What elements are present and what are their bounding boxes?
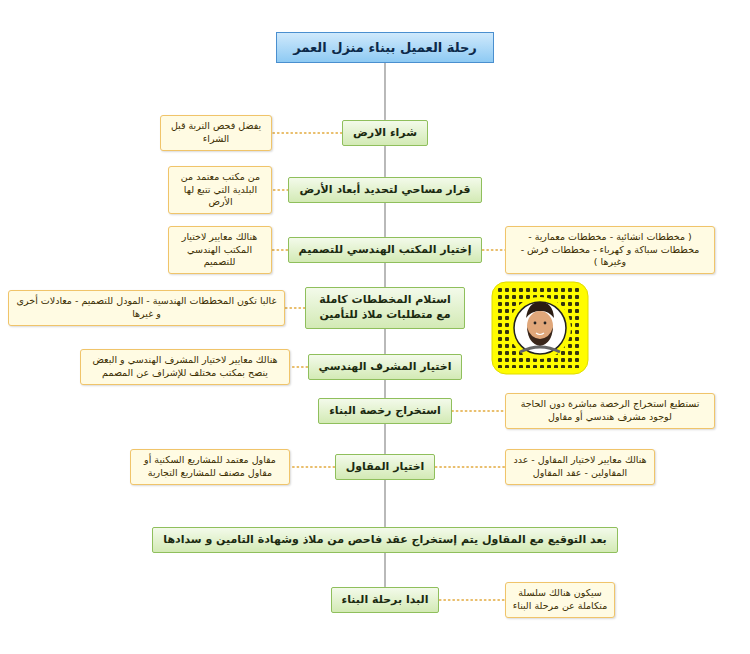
flow-line [384,480,385,526]
step-text: اختيار المقاول [346,460,425,475]
dotted-leader [290,466,335,467]
dotted-leader [482,249,505,250]
note-box: غالبا تكون المخططات الهندسية - المودل لل… [8,290,285,326]
dotted-leader [290,366,308,367]
dotted-leader [272,132,342,133]
flow-line [384,553,385,586]
note-box: سيكون هنالك سلسلة متكاملة عن مرحلة البنا… [505,582,615,618]
process-box: قرار مساحي لتحديد أبعاد الأرض [288,177,481,204]
flow-line [384,263,385,287]
note-text: غالبا تكون المخططات الهندسية - المودل لل… [15,295,278,321]
avatar [514,302,566,354]
snapcode-gap [509,297,571,359]
process-box: إختيار المكتب الهندسي للتصميم [288,237,483,264]
note-text: سيكون هنالك سلسلة متكاملة عن مرحلة البنا… [512,587,608,613]
note-box: هنالك معايير لاختيار المشرف الهندسي و ال… [80,349,290,385]
step-text: بعد التوقيع مع المقاول يتم إستخراج عقد ف… [163,533,606,548]
step-text: شراء الارض [353,126,417,141]
process-box: شراء الارض [342,120,428,147]
flow-line [384,203,385,236]
step-text: استلام المخططات كاملة مع متطلبات ملاذ لل… [316,293,454,323]
note-text: هنالك معايير لاختيار المقاول - عدد المقا… [512,454,648,480]
dotted-leader [435,466,505,467]
step-text: استخراج رخصة البناء [329,404,441,419]
note-box: هنالك معايير لاختيار المقاول - عدد المقا… [505,449,655,485]
snapcode-ground [492,282,588,374]
note-text: من مكتب معتمد من البلدية التي تتبع لها ا… [175,171,265,209]
note-box: يفضل فحص التربة قبل الشراء [160,115,272,151]
note-text: تستطيع استخراج الرخصة مباشرة دون الحاجة … [512,398,708,424]
step-text: قرار مساحي لتحديد أبعاد الأرض [299,183,470,198]
process-box: استلام المخططات كاملة مع متطلبات ملاذ لل… [305,287,465,329]
flow-line [384,63,385,120]
flow-line [384,146,385,176]
note-text: مقاول معتمد للمشاريع السكنية أو مقاول مص… [137,454,283,480]
note-text: ( مخططات انشائية - مخططات معمارية - مخطط… [512,231,708,269]
step-text: إختيار المكتب الهندسي للتصميم [299,243,472,258]
snapcode-dots [498,288,582,368]
dotted-leader [439,599,505,600]
process-box: البدا برحلة البناء [331,587,440,614]
note-box: تستطيع استخراج الرخصة مباشرة دون الحاجة … [505,393,715,429]
dotted-leader [272,249,288,250]
note-box: من مكتب معتمد من البلدية التي تتبع لها ا… [168,166,272,214]
title-box: رحلة العميل ببناء منزل العمر [276,32,494,63]
process-box: اختيار المشرف الهندسي [308,354,463,381]
process-box: استخراج رخصة البناء [318,398,452,425]
flow-line [384,424,385,453]
step-text: البدا برحلة البناء [342,593,429,608]
note-text: هنالك معايير لاختيار المشرف الهندسي و ال… [87,354,283,380]
flow-line [384,329,385,354]
note-text: يفضل فحص التربة قبل الشراء [167,120,265,146]
dotted-leader [452,410,505,411]
dotted-leader [272,189,288,190]
note-text: هنالك معايير لاختيار المكتب الهندسي للتص… [175,231,265,269]
flow-line [384,380,385,397]
note-box: هنالك معايير لاختيار المكتب الهندسي للتص… [168,226,272,274]
note-box: ( مخططات انشائية - مخططات معمارية - مخطط… [505,226,715,274]
note-box: مقاول معتمد للمشاريع السكنية أو مقاول مص… [130,449,290,485]
process-box: بعد التوقيع مع المقاول يتم إستخراج عقد ف… [152,527,617,554]
process-box: اختيار المقاول [335,454,436,481]
step-text: اختيار المشرف الهندسي [319,360,452,375]
dotted-leader [285,307,305,308]
title-text: رحلة العميل ببناء منزل العمر [293,40,477,55]
